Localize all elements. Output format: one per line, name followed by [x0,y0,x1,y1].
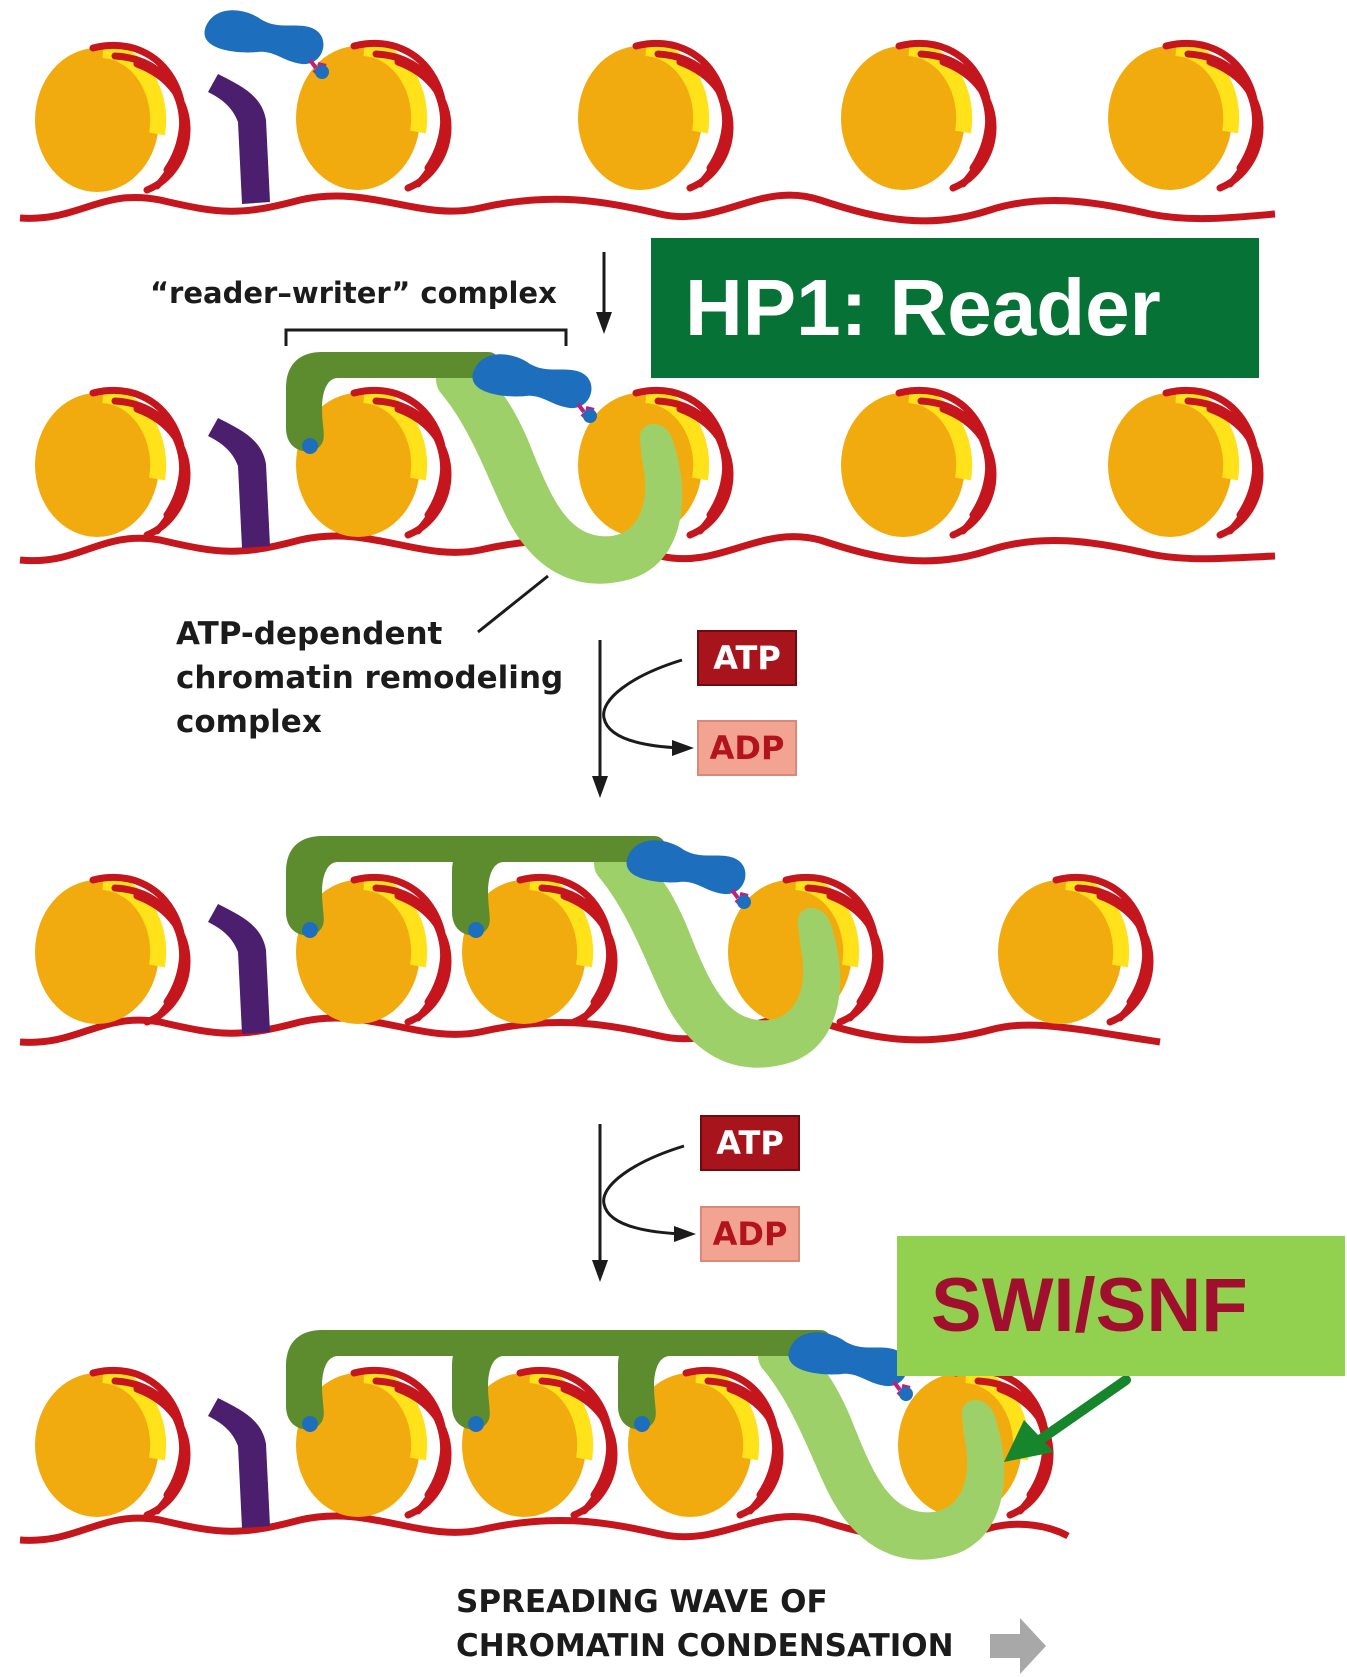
spreading-label-line2: CHROMATIN CONDENSATION [456,1628,954,1664]
chromatin-row-4 [19,1330,1070,1560]
chromatin-row-3 [19,836,1161,1068]
atp-badge: ATP [700,1115,800,1171]
remodeler-pointer-line [477,574,549,634]
swi-snf-pointer-arrow [1004,1375,1131,1462]
remodeling-label-line3: complex [176,704,322,740]
dna-strand-row-1 [19,191,1276,225]
chromatin-row-2 [19,352,1276,634]
reader-writer-label: “reader–writer” complex [150,276,557,310]
dna-strand-row-3 [19,1014,1161,1046]
hp1-reader-callout: HP1: Reader [651,238,1259,378]
remodeling-label-line2: chromatin remodeling [176,660,564,696]
chromatin-row-1 [19,8,1276,225]
atp-badge: ATP [697,630,797,686]
spreading-arrow-icon [990,1618,1046,1674]
adp-badge: ADP [697,720,797,776]
hp1-reader-text: HP1: Reader [685,263,1161,352]
swi-snf-callout: SWI/SNF [897,1236,1345,1376]
reaction-arrow-2 [592,1124,696,1282]
reaction-arrow-1 [592,640,694,798]
spreading-label-line1: SPREADING WAVE OF [456,1584,828,1620]
swi-snf-text: SWI/SNF [931,1263,1248,1348]
reader-writer-bracket [284,252,612,346]
adp-badge: ADP [700,1206,800,1262]
remodeling-label-line1: ATP-dependent [176,616,443,652]
